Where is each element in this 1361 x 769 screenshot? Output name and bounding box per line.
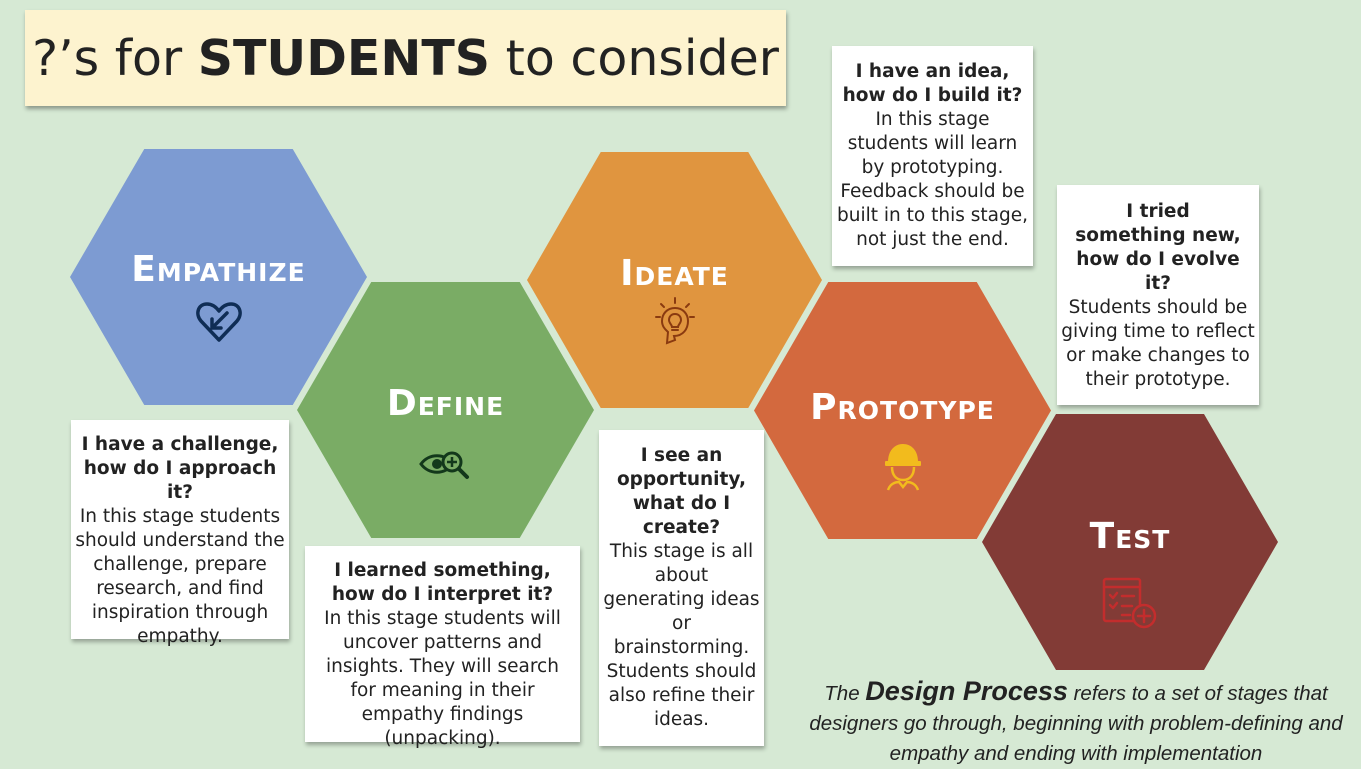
card-description: Students should be giving time to reflec… [1061,297,1255,390]
card-test: I tried something new, how do I evolve i… [1057,185,1259,405]
card-description: In this stage students will learn by pro… [837,109,1028,250]
caption-emphasis: Design Process [865,676,1068,706]
card-question: I have an idea, how do I build it? [842,61,1023,106]
stage-label-ideate: Ideate [620,253,729,294]
stage-ideate: Ideate [527,152,822,408]
checklist-plus-icon [1102,577,1157,629]
lightbulb-icon [654,297,695,345]
title-emphasis: STUDENTS [197,29,491,87]
heart-arrow-icon [195,302,242,342]
stage-prototype: Prototype [754,282,1051,539]
stage-label-define: Define [386,383,505,424]
hardhat-worker-icon [884,444,921,491]
stage-test: Test [982,414,1278,670]
card-description: In this stage students should understand… [75,506,285,647]
card-question: I see an opportunity, what do I create? [616,445,747,538]
card-question: I tried something new, how do I evolve i… [1075,201,1241,294]
card-define: I learned something, how do I interpret … [305,546,580,749]
title-prefix: ?’s for [32,29,198,87]
card-empathize: I have a challenge, how do I approach it… [71,420,289,647]
card-description: In this stage students will uncover patt… [324,608,561,749]
stage-label-prototype: Prototype [810,387,995,428]
card-description: This stage is all about generating ideas… [603,541,760,730]
caption-post: refers to a set of stages that designers… [809,682,1343,765]
card-ideate: I see an opportunity, what do I create? … [599,430,764,746]
caption-pre: The [824,682,866,705]
stage-label-test: Test [1089,516,1171,557]
card-prototype: I have an idea, how do I build it? In th… [832,46,1033,266]
title-suffix: to consider [490,29,779,87]
eye-magnifier-icon [418,451,469,479]
card-question: I learned something, how do I interpret … [331,560,554,605]
stage-label-empathize: Empathize [131,249,306,290]
card-question: I have a challenge, how do I approach it… [81,434,279,503]
page-title: ?’s for STUDENTS to consider [32,30,779,87]
design-process-caption: The Design Process refers to a set of st… [800,676,1352,769]
title-banner: ?’s for STUDENTS to consider [25,10,786,106]
